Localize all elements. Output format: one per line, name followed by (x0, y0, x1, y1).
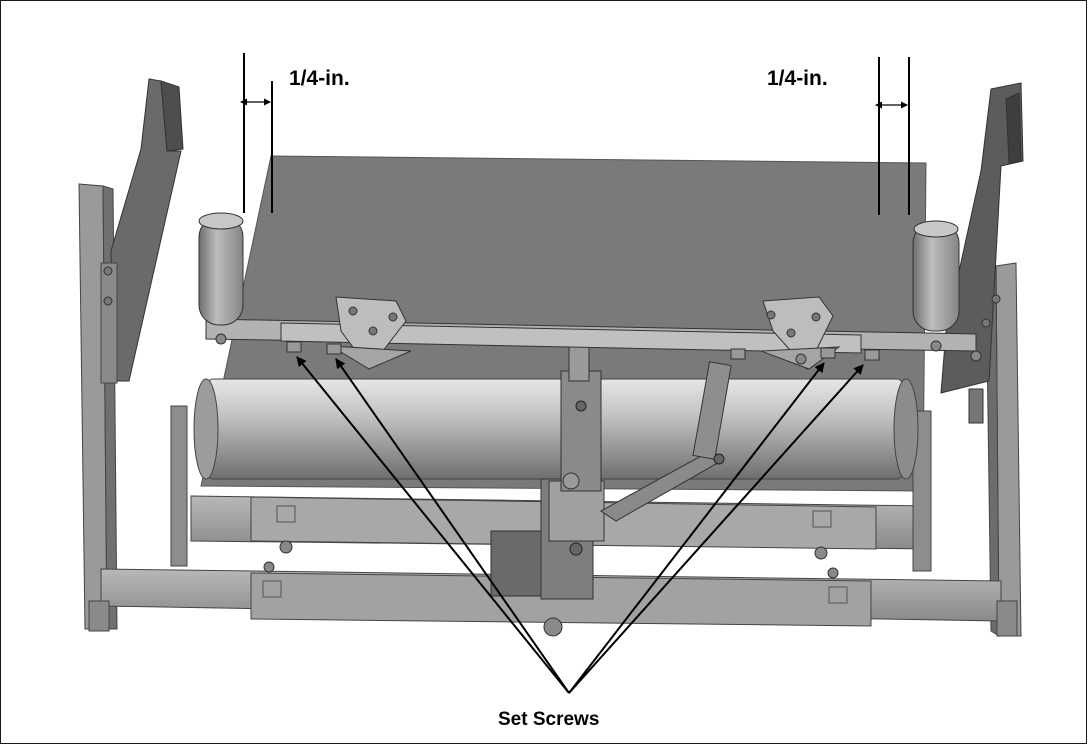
arrow-icon (568, 362, 825, 694)
main-roller (198, 378, 912, 480)
callout-arrows (296, 356, 864, 694)
right-guide-roller (912, 222, 960, 332)
dimension-label-left: 1/4-in. (289, 67, 350, 90)
arrow-icon (568, 364, 864, 694)
right-frame-post (995, 262, 1022, 637)
arrow-icon (296, 356, 570, 694)
left-dimension (240, 53, 273, 213)
left-guide-roller (198, 216, 244, 326)
dimension-label-right: 1/4-in. (767, 67, 828, 90)
set-screws-label: Set Screws (498, 709, 600, 730)
left-frame-post (78, 183, 108, 630)
right-dimension (875, 57, 910, 215)
arrow-icon (335, 358, 570, 694)
set-screw-group (286, 341, 880, 365)
right-channel-bracket (940, 82, 1024, 394)
